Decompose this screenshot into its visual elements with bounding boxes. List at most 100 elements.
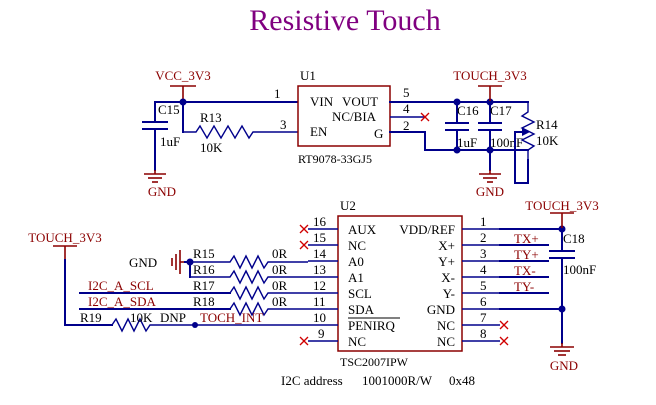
r14-value: 10K bbox=[536, 133, 559, 148]
r19-value: 10K bbox=[130, 310, 153, 325]
no-connect-u2-pin7 bbox=[499, 320, 509, 330]
c18-ref: C18 bbox=[563, 231, 585, 246]
u2-part: TSC2007IPW bbox=[340, 355, 409, 369]
u2-pin-4-num: 4 bbox=[480, 262, 487, 277]
u2-pin-1-num: 1 bbox=[480, 214, 487, 229]
touch-3v3-left-label: TOUCH_3V3 bbox=[28, 230, 101, 245]
net-ty-minus: TY- bbox=[514, 279, 534, 294]
c17-ref: C17 bbox=[490, 103, 512, 118]
u2-pin-nc-15: NC bbox=[348, 238, 366, 253]
touch-3v3-port-right: TOUCH_3V3 bbox=[525, 198, 599, 229]
toch-int-junction bbox=[192, 322, 198, 328]
c18-capacitor bbox=[549, 228, 575, 344]
u2-gnd-junction bbox=[558, 305, 566, 313]
r14-wiper-wire bbox=[514, 131, 529, 184]
u2-pin-5-num: 5 bbox=[480, 278, 487, 293]
no-connect-u2-pin15 bbox=[299, 240, 309, 250]
c17-value: 100nF bbox=[490, 135, 523, 150]
u2-pin-gnd: GND bbox=[427, 302, 455, 317]
vcc-3v3-label: VCC_3V3 bbox=[155, 68, 211, 83]
c18-value: 100nF bbox=[563, 262, 596, 277]
u2-pin-penirq: PENIRQ bbox=[348, 318, 396, 333]
r16-resistor bbox=[190, 269, 308, 285]
u2-pin-12-num: 12 bbox=[313, 278, 326, 293]
u2-pin-yminus: Y- bbox=[443, 286, 455, 301]
u2-pin-sda: SDA bbox=[348, 302, 375, 317]
r15-ref: R15 bbox=[193, 246, 215, 261]
u2-pin-6-num: 6 bbox=[480, 294, 487, 309]
touch-3v3-port-top: TOUCH_3V3 bbox=[453, 68, 527, 102]
gnd-bus-label: GND bbox=[129, 255, 157, 270]
net-i2c-scl: I2C_A_SCL bbox=[88, 278, 154, 293]
net-tx-minus: TX- bbox=[514, 263, 536, 278]
u1-ref: U1 bbox=[300, 68, 316, 83]
r19-ref: R19 bbox=[80, 310, 102, 325]
gnd-mid-label: GND bbox=[476, 184, 504, 199]
r19-pullup-wire bbox=[64, 259, 113, 326]
gnd-symbol-mid: GND bbox=[476, 170, 504, 199]
gnd-bus-symbol bbox=[171, 250, 185, 274]
net-toch-int: TOCH_INT bbox=[200, 310, 263, 325]
u2-pin-9-num: 9 bbox=[318, 326, 325, 341]
u1-pin-3-num: 3 bbox=[280, 117, 287, 132]
c16-capacitor bbox=[445, 101, 469, 151]
u2-pin-a0: A0 bbox=[348, 254, 364, 269]
u2-pin-yplus: Y+ bbox=[438, 254, 455, 269]
net-ty-plus: TY+ bbox=[514, 247, 539, 262]
u1-pin-5-num: 5 bbox=[403, 85, 410, 100]
c15-value: 1uF bbox=[160, 134, 180, 149]
net-i2c-sda: I2C_A_SDA bbox=[88, 294, 157, 309]
c16-ref: C16 bbox=[457, 103, 479, 118]
u1-body bbox=[297, 85, 391, 147]
no-connect-u2-pin16 bbox=[299, 224, 309, 234]
r18-value: 0R bbox=[272, 294, 288, 309]
u2-pin-3-num: 3 bbox=[480, 246, 487, 261]
c15-capacitor bbox=[142, 101, 168, 171]
u2-pin-16-num: 16 bbox=[313, 214, 327, 229]
u2-pin-2-num: 2 bbox=[480, 230, 487, 245]
u2-pin-vddref: VDD/REF bbox=[399, 222, 455, 237]
r18-resistor bbox=[229, 301, 308, 317]
u1-pin-ncbia: NC/BIA bbox=[332, 109, 377, 124]
no-connect-u2-pin8 bbox=[499, 336, 509, 346]
i2c-address-hex: 0x48 bbox=[449, 373, 475, 388]
touch-3v3-top-label: TOUCH_3V3 bbox=[453, 68, 526, 83]
r13-resistor bbox=[183, 124, 298, 140]
u2-pin-nc-8: NC bbox=[437, 334, 455, 349]
u1-pin-en: EN bbox=[310, 124, 328, 139]
u2-right-pins bbox=[462, 228, 500, 342]
u2-pin-14-num: 14 bbox=[313, 246, 327, 261]
r13-value: 10K bbox=[200, 140, 223, 155]
vcc-3v3-port: VCC_3V3 bbox=[155, 68, 211, 102]
r14-ref: R14 bbox=[536, 117, 558, 132]
u2-pin-11-num: 11 bbox=[313, 294, 326, 309]
u2-left-pins bbox=[308, 228, 338, 342]
u2-pin-xminus: X- bbox=[441, 270, 455, 285]
u1-pin-4-num: 4 bbox=[403, 101, 410, 116]
no-connect-u2-pin9 bbox=[299, 336, 309, 346]
r13-ref: R13 bbox=[200, 110, 222, 125]
u2-pin-nc-7: NC bbox=[437, 318, 455, 333]
u1-part: RT9078-33GJ5 bbox=[298, 152, 372, 166]
c17-capacitor bbox=[478, 101, 502, 171]
r16-ref: R16 bbox=[193, 262, 215, 277]
gnd-symbol-right: GND bbox=[550, 343, 578, 373]
r17-ref: R17 bbox=[193, 278, 215, 293]
c16-value: 1uF bbox=[457, 135, 477, 150]
u2-pin-scl: SCL bbox=[348, 286, 372, 301]
touch-3v3-right-label: TOUCH_3V3 bbox=[525, 198, 598, 213]
u2-body bbox=[337, 215, 463, 352]
u2-pin-8-num: 8 bbox=[480, 326, 487, 341]
r19-dnp-note: DNP bbox=[160, 310, 186, 325]
r16-value: 0R bbox=[272, 262, 288, 277]
u1-pin-vout: VOUT bbox=[342, 94, 378, 109]
u2-ref: U2 bbox=[340, 198, 356, 213]
r17-resistor bbox=[229, 285, 308, 301]
r15-resistor bbox=[190, 254, 308, 270]
gnd-right-label: GND bbox=[550, 358, 578, 373]
u2-pin-10-num: 10 bbox=[313, 310, 326, 325]
no-connect-u1-pin4 bbox=[420, 112, 430, 122]
gnd-symbol-left: GND bbox=[144, 170, 176, 199]
i2c-address-bits: 1001000R/W bbox=[362, 373, 433, 388]
